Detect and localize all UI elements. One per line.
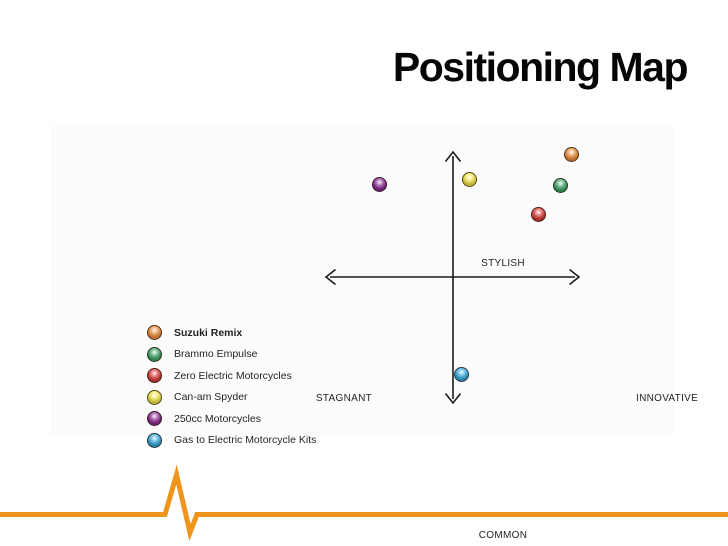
legend-item: Gas to Electric Motorcycle Kits [147,432,317,448]
data-point [563,147,579,162]
legend-item-label: Can-am Spyder [174,391,248,403]
legend-item-label: Brammo Empulse [174,348,258,360]
data-point [552,178,568,194]
legend-item-label: Gas to Electric Motorcycle Kits [174,434,317,446]
legend-item: Brammo Empulse [147,346,316,362]
legend-color-dot [147,368,162,383]
legend-item-label: Suzuki Remix [174,326,243,339]
page-title: Positioning Map [392,44,689,90]
legend-color-dot [147,411,162,426]
legend-item: Can-am Spyder [147,389,316,405]
axis-label-bottom: COMMON [478,530,528,541]
axis-label-top: STYLISH [481,258,525,269]
pulse-line [0,464,728,541]
data-point [461,172,477,187]
legend-item: Zero Electric Motorcycles [147,368,316,383]
legend-color-dot [147,389,162,405]
axis-label-left: STAGNANT [315,393,372,404]
axis-label-right: INNOVATIVE [636,393,699,404]
data-point [454,367,470,382]
legend-item: 250cc Motorcycles [147,411,316,426]
legend-item-label: Zero Electric Motorcycles [174,369,292,382]
data-point [531,207,547,222]
legend-color-dot [147,325,162,340]
legend-color-dot [147,432,162,448]
legend-color-dot [147,346,162,362]
legend-item: Suzuki Remix [147,325,316,340]
legend-item-label: 250cc Motorcycles [174,412,261,425]
data-point [372,177,388,192]
